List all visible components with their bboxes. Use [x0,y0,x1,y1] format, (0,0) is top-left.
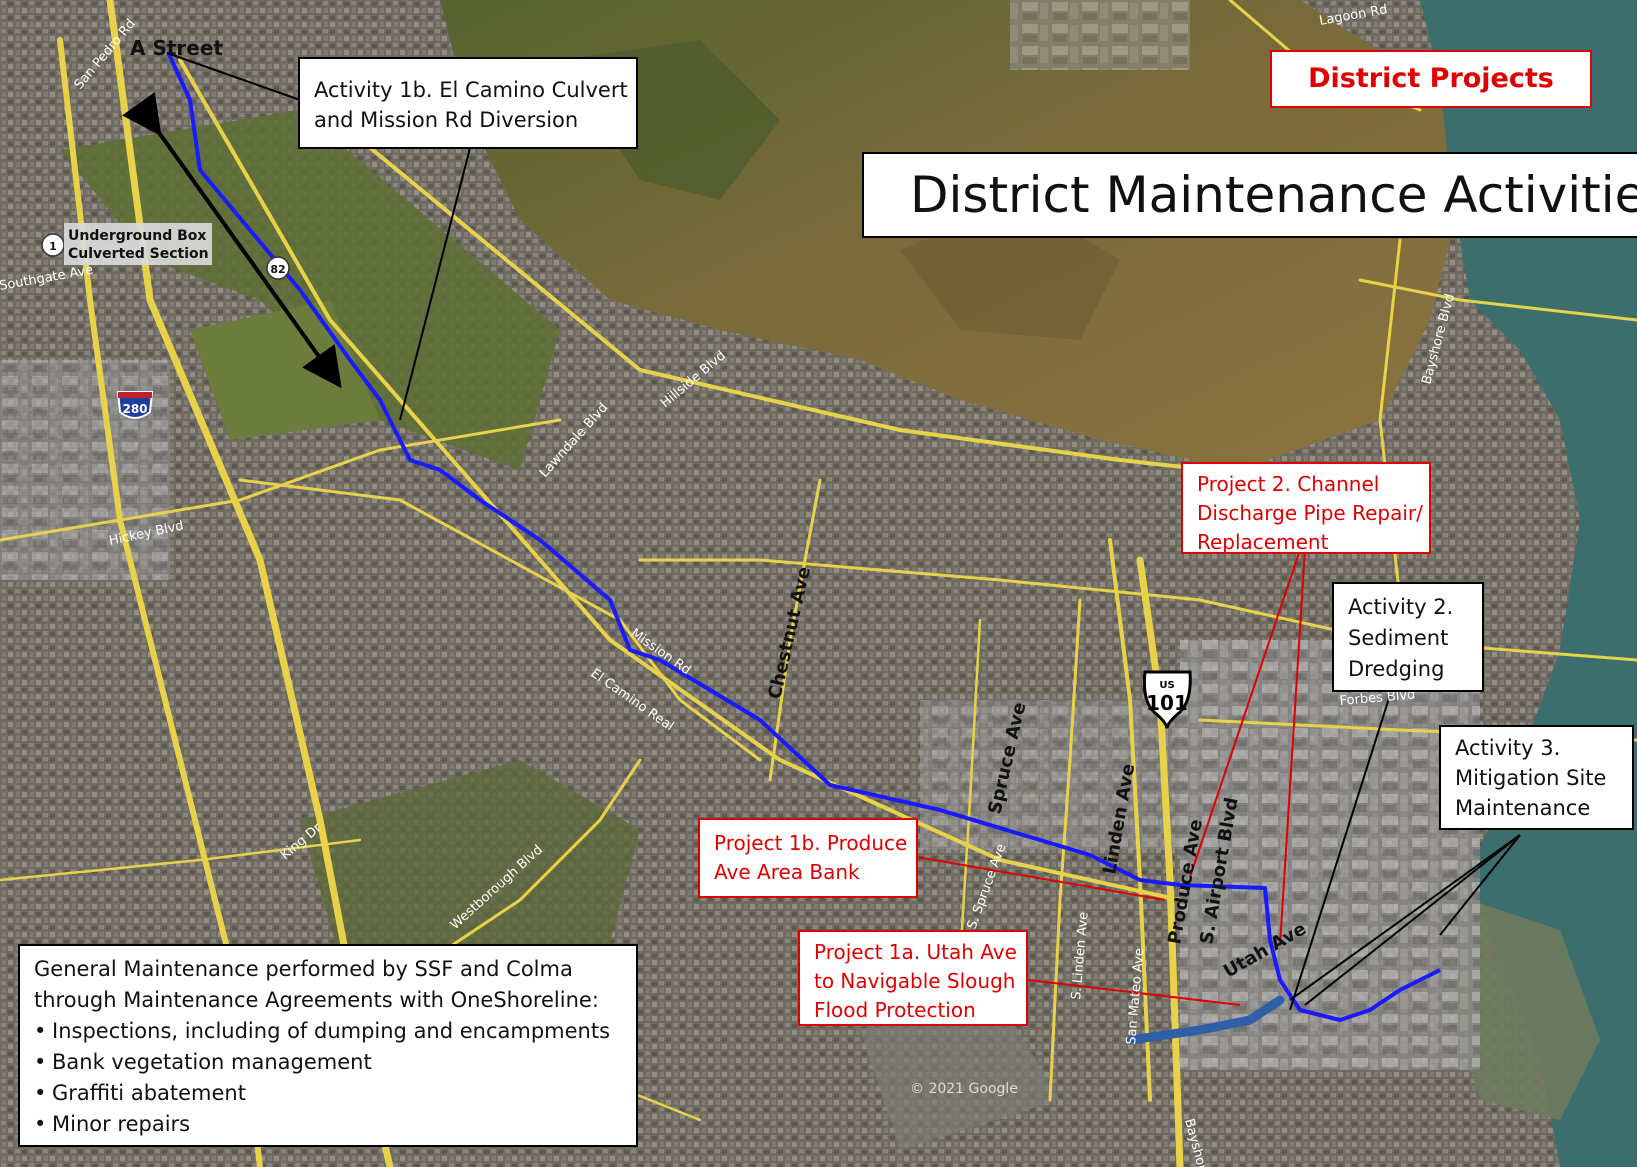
sr-1-shield: 1 [41,233,65,257]
list-item: Minor repairs [34,1109,622,1140]
i-280-shield: 280 [116,391,154,419]
callout-activity-3: Activity 3. Mitigation Site Maintenance [1439,725,1634,830]
maintenance-list: Inspections, including of dumping and en… [34,1016,622,1140]
callout-project-1b: Project 1b. Produce Ave Area Bank [698,818,918,898]
svg-text:Culverted Section: Culverted Section [68,246,209,262]
sr-82-shield: 82 [266,256,290,280]
culvert-extent-arrow [122,92,342,389]
page-title: District Maintenance Activities [910,166,1637,224]
creek-channel-lower [1125,995,1285,1045]
list-item: Graffiti abatement [34,1078,622,1109]
industrial-area [1180,640,1480,1070]
svg-text:82: 82 [270,263,285,276]
callout-project-2: Project 2. Channel Discharge Pipe Repair… [1181,462,1431,554]
district-projects-text: District Projects [1308,63,1554,94]
list-item: Inspections, including of dumping and en… [34,1016,622,1047]
svg-text:1: 1 [49,240,57,253]
general-maintenance-box: General Maintenance performed by SSF and… [18,944,638,1147]
callout-activity-1b: Activity 1b. El Camino Culvert and Missi… [298,57,638,149]
svg-text:Underground Box: Underground Box [68,228,206,244]
district-projects-badge: District Projects [1270,50,1592,108]
main-title-panel: District Maintenance Activities [862,152,1637,238]
us-101-shield: US 101 [1142,670,1192,729]
red-leader-lines [916,549,1306,1006]
callout-activity-2: Activity 2. Sediment Dredging [1332,582,1484,692]
list-item: Bank vegetation management [34,1047,622,1078]
svg-text:101: 101 [1146,691,1188,715]
svg-text:280: 280 [122,402,147,416]
label-a-street: A Street [130,36,223,60]
underground-box-label: Underground Box Culverted Section [64,223,212,265]
svg-text:US: US [1159,680,1174,691]
black-leader-lines [166,52,1521,1011]
svg-text:Forbes Blvd: Forbes Blvd [1339,687,1416,709]
map-copyright: © 2021 Google [910,1081,1018,1097]
callout-project-1a: Project 1a. Utah Ave to Navigable Slough… [798,930,1028,1026]
